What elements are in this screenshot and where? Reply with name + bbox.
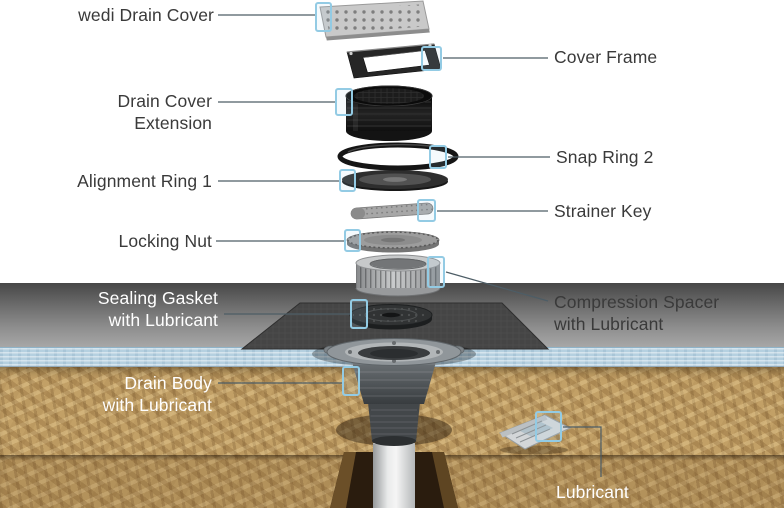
label-alignment-ring-1: Alignment Ring 1	[77, 171, 212, 191]
label-cover-frame: Cover Frame	[554, 47, 658, 67]
callout-box-cover-frame	[421, 46, 442, 71]
callout-box-strainer-key	[417, 199, 436, 222]
label-drain-body: Drain Body with Lubricant	[102, 373, 212, 415]
callout-box-drain-body	[342, 366, 360, 396]
alignment-ring-graphic	[342, 170, 448, 191]
label-wedi-drain-cover: wedi Drain Cover	[78, 5, 214, 25]
drain-cover-graphic	[319, 0, 430, 41]
label-lubricant: Lubricant	[556, 482, 629, 502]
label-compression-spacer: Compression Spacer with Lubricant	[554, 292, 720, 334]
label-sealing-gasket: Sealing Gasket with Lubricant	[97, 288, 218, 330]
callout-box-snap-ring	[429, 145, 447, 169]
drain-cover-extension-graphic	[345, 85, 433, 141]
callout-box-lubricant	[535, 411, 562, 442]
label-locking-nut: Locking Nut	[118, 231, 212, 251]
wedi-board-layer	[0, 347, 784, 367]
callout-box-alignment-ring	[339, 169, 356, 192]
label-snap-ring-2: Snap Ring 2	[556, 147, 654, 167]
label-strainer-key: Strainer Key	[554, 201, 652, 221]
callout-box-sealing-gasket	[350, 299, 368, 329]
callout-box-compression-spacer	[427, 256, 445, 288]
label-drain-cover-extension: Drain Cover Extension	[117, 91, 212, 133]
callout-box-drain-cover	[315, 2, 332, 32]
callout-box-extension	[335, 88, 353, 116]
callout-box-locking-nut	[344, 229, 361, 252]
